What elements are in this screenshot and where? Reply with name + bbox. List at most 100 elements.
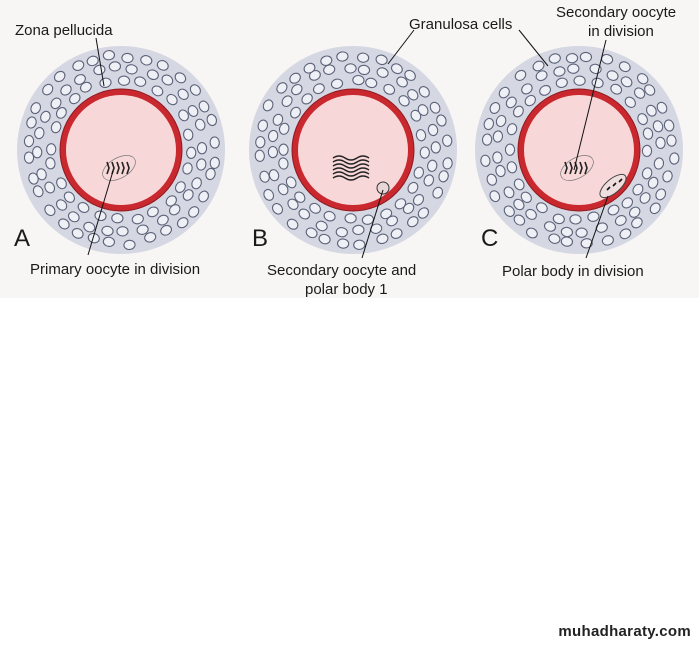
granulosa-cell — [309, 202, 321, 214]
granulosa-cell — [277, 183, 289, 196]
granulosa-cell — [101, 225, 114, 237]
granulosa-cell — [442, 157, 453, 170]
granulosa-cell — [655, 136, 666, 150]
granulosa-cell — [504, 143, 516, 156]
granulosa-cell — [662, 170, 673, 183]
granulosa-cell — [196, 142, 208, 155]
granulosa-cell — [624, 96, 636, 109]
granulosa-cell — [285, 176, 297, 189]
granulosa-cell — [480, 154, 491, 167]
granulosa-cell — [161, 74, 174, 86]
granulosa-cell — [553, 66, 566, 77]
granulosa-cell — [417, 207, 430, 219]
granulosa-cell — [489, 102, 501, 114]
granulosa-cell — [575, 227, 588, 238]
granulosa-cell — [427, 159, 438, 172]
granulosa-cell — [287, 198, 299, 211]
figure-panel — [0, 0, 699, 298]
granulosa-cell — [579, 51, 593, 63]
granulosa-cell — [525, 208, 537, 220]
granulosa-cell — [290, 106, 301, 119]
granulosa-cell — [182, 189, 194, 201]
granulosa-cell — [40, 110, 51, 123]
granulosa-cell — [72, 60, 85, 71]
granulosa-cell — [267, 129, 279, 143]
spindle-icon — [560, 155, 594, 181]
granulosa-cell — [352, 224, 365, 236]
granulosa-cell — [267, 145, 279, 159]
granulosa-cell — [647, 176, 659, 189]
granulosa-cell — [42, 83, 54, 96]
label-granulosa-cells: Granulosa cells — [409, 16, 513, 33]
granulosa-cell — [503, 186, 515, 199]
granulosa-cell — [646, 104, 657, 117]
granulosa-cell — [305, 227, 318, 239]
granulosa-cell — [189, 84, 201, 96]
granulosa-cell — [486, 173, 498, 186]
granulosa-cell — [23, 134, 35, 148]
granulosa-cell — [336, 238, 350, 249]
granulosa-cell — [156, 214, 169, 226]
granulosa-cell — [653, 157, 665, 170]
granulosa-cell — [376, 67, 389, 78]
granulosa-cell — [567, 63, 580, 74]
granulosa-cell — [108, 61, 122, 72]
granulosa-cell — [548, 53, 561, 64]
granulosa-cell — [652, 120, 664, 133]
granulosa-cell — [198, 100, 210, 113]
granulosa-cell — [198, 190, 210, 203]
granulosa-cell — [53, 70, 66, 83]
granulosa-cell — [134, 76, 147, 87]
granulosa-cell — [196, 158, 207, 171]
leader-granulosa-cells — [387, 29, 415, 65]
granulosa-cell — [492, 130, 504, 143]
granulosa-cell — [383, 83, 396, 95]
granulosa-cell — [512, 105, 524, 118]
granulosa-cell — [174, 181, 186, 193]
granulosa-cell — [390, 228, 403, 239]
granulosa-cell — [318, 233, 331, 245]
granulosa-cell — [407, 89, 419, 101]
granulosa-cell — [320, 55, 333, 66]
granulosa-cell — [505, 96, 517, 109]
granulosa-cell — [513, 178, 525, 191]
granulosa-cell — [404, 69, 416, 81]
granulosa-cell — [86, 55, 99, 67]
granulosa-cell — [291, 83, 303, 96]
granulosa-cell — [156, 60, 169, 71]
granulosa-cell — [44, 204, 56, 217]
granulosa-cell — [125, 64, 138, 75]
leader-secondary-oocyte-division — [573, 39, 607, 171]
granulosa-cell — [289, 72, 301, 84]
granulosa-cell — [140, 55, 153, 66]
granulosa-cell — [46, 143, 57, 156]
granulosa-cell — [26, 116, 37, 129]
granulosa-cell — [50, 97, 62, 110]
granulosa-cell — [539, 84, 552, 96]
granulosa-cell — [146, 69, 159, 81]
granulosa-cell — [436, 114, 447, 127]
granulosa-cell — [182, 162, 193, 175]
granulosa-cell — [481, 133, 493, 146]
granulosa-cell — [55, 107, 67, 119]
granulosa-cell — [506, 161, 518, 174]
granulosa-cell — [168, 204, 181, 216]
granulosa-cell — [655, 188, 667, 201]
granulosa-cell — [601, 235, 614, 246]
granulosa-cell — [398, 95, 410, 107]
granulosa-cell — [607, 204, 620, 216]
granulosa-cell — [67, 211, 80, 223]
granulosa-cell — [254, 149, 265, 162]
granulosa-cell — [23, 151, 35, 164]
granulosa-cell — [573, 75, 586, 86]
granulosa-cell — [535, 70, 548, 82]
granulosa-cell — [587, 211, 600, 222]
granulosa-cell — [187, 105, 199, 117]
granulosa-cell — [160, 224, 173, 236]
granulosa-cell — [312, 83, 325, 95]
granulosa-cell — [303, 62, 316, 74]
granulosa-cell — [146, 206, 159, 218]
label-secondary-oocyte-polar-1: Secondary oocyte and — [267, 262, 417, 279]
granulosa-cell — [298, 208, 311, 220]
granulosa-cell — [375, 54, 388, 66]
